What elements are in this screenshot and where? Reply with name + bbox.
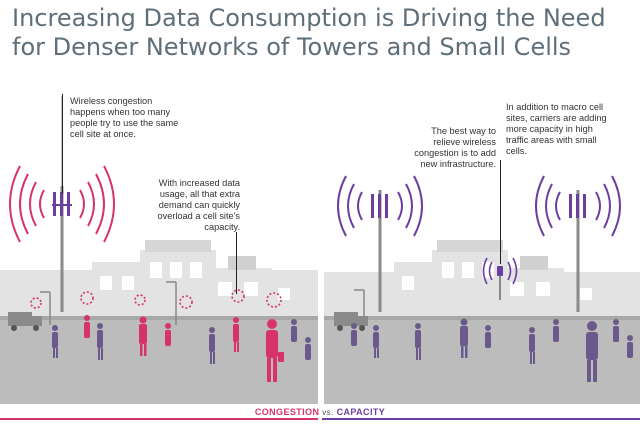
building-windows-right [402,262,592,300]
legend-underline-capacity [322,418,640,420]
legend-capacity: CAPACITY [336,407,386,417]
capacity-scene [324,175,640,404]
congestion-bursts [30,289,282,309]
note-small-cells: In addition to macro cell sites, carrier… [506,102,607,156]
legend-vs: vs. [322,408,334,417]
callout-line-relieve [500,160,501,264]
callout-line-demand [236,232,237,294]
small-cell [497,266,503,300]
macro-tower-right-1 [371,190,388,312]
street-lamps-left [40,281,177,325]
macro-tower-right-2 [569,190,586,312]
legend: CONGESTION vs. CAPACITY [0,407,640,417]
note-demand: With increased data usage, all that extr… [157,178,240,232]
people-right [351,318,633,382]
legend-underline-congestion [0,418,318,420]
tower-signal-arcs-right-2 [535,175,621,237]
building-windows-left [100,262,290,300]
truck-left [8,312,42,331]
note-congestion: Wireless congestion happens when too man… [70,96,179,139]
page-title: Increasing Data Consumption is Driving t… [12,4,606,61]
people-left [52,315,311,382]
truck-right [334,312,368,331]
note-relieve: The best way to relieve wireless congest… [414,126,496,169]
small-cell-signal-arcs [482,257,518,285]
town-buildings-left [0,240,318,330]
tower-signal-arcs-right-1 [337,175,423,237]
legend-congestion: CONGESTION [254,407,320,417]
congestion-scene [0,96,318,404]
street-lamps-right [354,289,365,325]
person-congested [84,315,90,338]
callout-line-congestion [62,94,63,194]
tower-signal-arcs-left [9,165,115,243]
